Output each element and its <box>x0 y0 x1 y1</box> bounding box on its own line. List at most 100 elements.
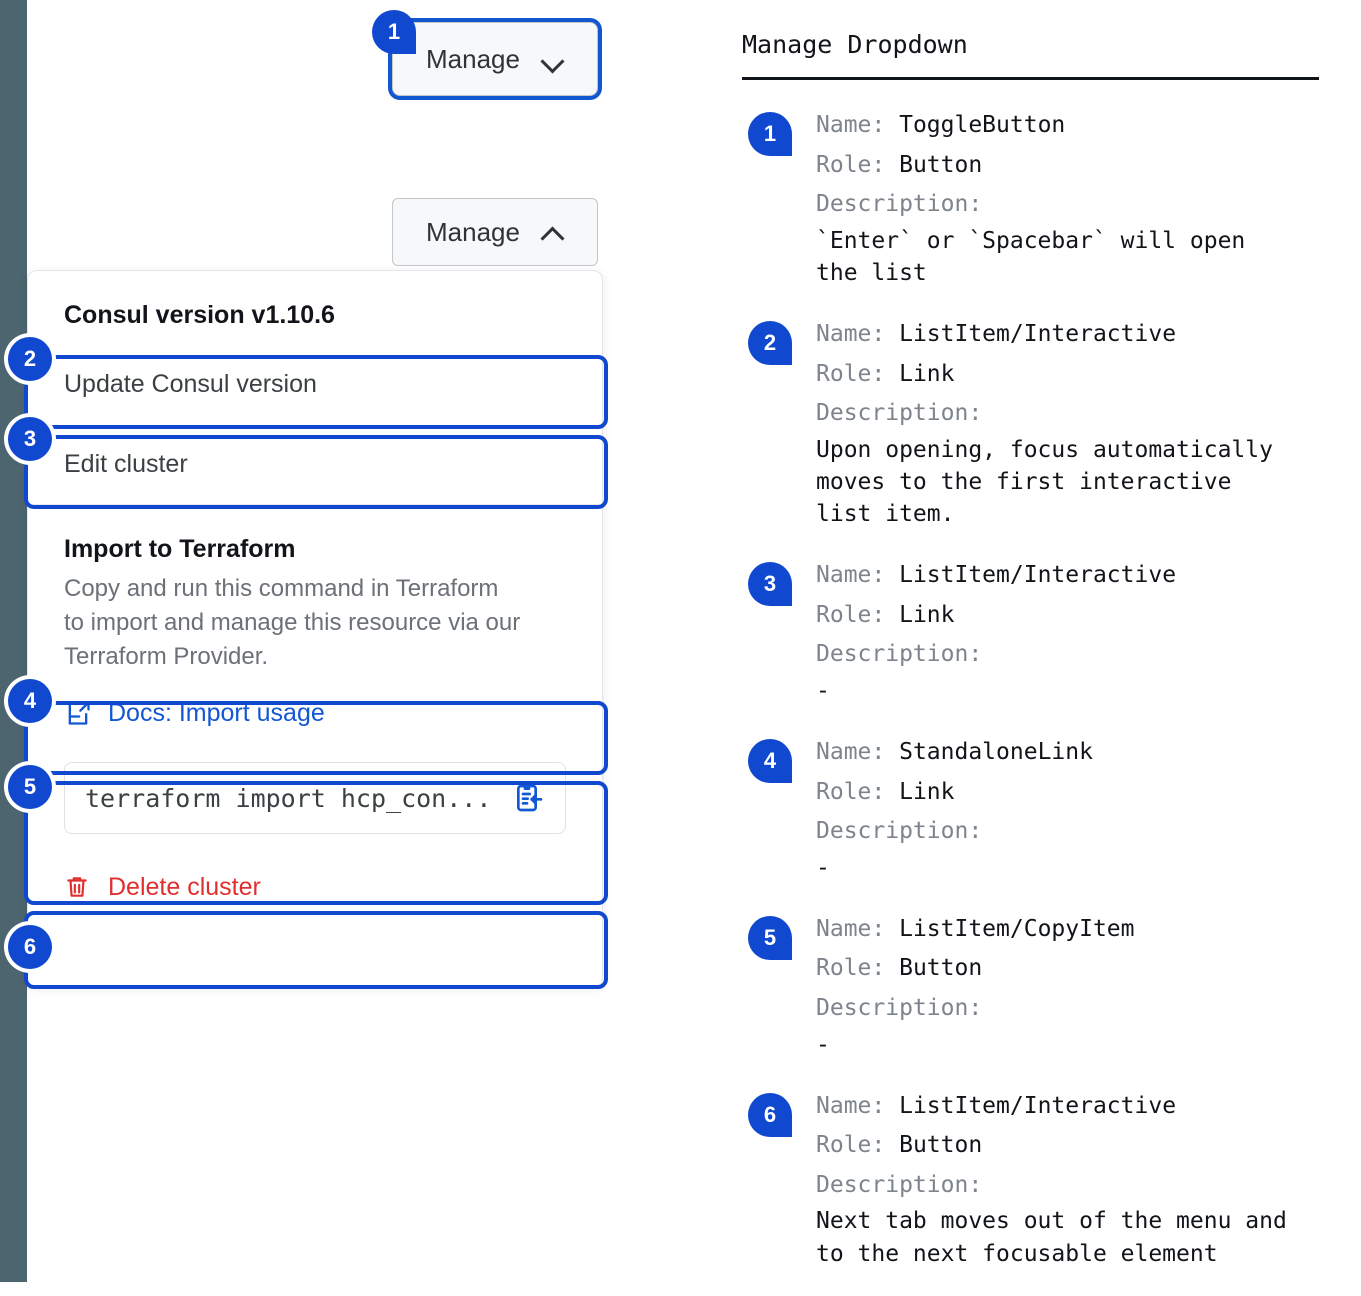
spec-name-label: Name: <box>816 1092 900 1119</box>
menu-item-update-consul-version[interactable]: Update Consul version <box>28 344 602 424</box>
spec-role-value: Button <box>899 955 983 982</box>
spec-name-label: Name: <box>816 562 900 589</box>
manage-toggle-label: Manage <box>426 43 520 74</box>
spec-description-line: Next tab moves out of the menu and <box>816 1208 1287 1235</box>
app-sidebar-strip <box>0 0 27 1282</box>
marker-badge-3: 3 <box>748 562 792 607</box>
marker-badge-6: 6 <box>748 1092 792 1137</box>
trash-icon <box>64 874 90 900</box>
spec-name: Name: ListItem/Interactive <box>816 556 1322 596</box>
spec-description-line: Upon opening, focus automatically <box>816 436 1273 463</box>
spec-role: Role: Link <box>816 355 1322 395</box>
spec-name-value: ListItem/Interactive <box>899 1092 1177 1119</box>
spec-name-label: Name: <box>816 321 900 348</box>
spec-name-value: ListItem/Interactive <box>899 562 1177 589</box>
import-section-body: Copy and run this command in Terraform t… <box>64 575 521 671</box>
spec-name-value: ListItem/Interactive <box>899 321 1177 348</box>
spec-role-value: Link <box>899 601 955 628</box>
consul-version-header: Consul version v1.10.6 <box>64 301 335 329</box>
spec-role: Role: Link <box>816 773 1322 813</box>
spec-description-line: list item. <box>816 501 955 528</box>
spec-name-value: StandaloneLink <box>899 739 1093 766</box>
spec-description-label: Description: <box>816 641 983 668</box>
spec-name-label: Name: <box>816 915 900 942</box>
spec-description-label: Description: <box>816 818 983 845</box>
marker-badge-2: 2 <box>748 321 792 366</box>
terraform-command-row: terraform import hcp_con... <box>28 752 602 848</box>
spec-description-label: Description: <box>816 400 983 427</box>
menu-item-edit-cluster[interactable]: Edit cluster <box>28 424 602 504</box>
spec-panel-rule <box>742 77 1319 80</box>
spec-role-value: Button <box>899 151 983 178</box>
spec-name: Name: StandaloneLink <box>816 733 1322 773</box>
spec-description-line: - <box>816 854 830 881</box>
import-section-title: Import to Terraform <box>64 535 296 563</box>
manage-dropdown-panel: Consul version v1.10.6 Update Consul ver… <box>27 270 603 988</box>
spec-role-label: Role: <box>816 601 900 628</box>
menu-item-docs-import-usage[interactable]: Docs: Import usage <box>28 674 602 752</box>
spec-role-value: Button <box>899 1132 983 1159</box>
marker-badge-1: 1 <box>748 112 792 156</box>
marker-badge-4: 4 <box>8 679 52 723</box>
manage-toggle-button-focused[interactable]: Manage <box>392 22 598 96</box>
spec-name: Name: ToggleButton <box>816 106 1322 146</box>
menu-item-label: Edit cluster <box>64 449 188 478</box>
marker-badge-5: 5 <box>748 915 792 960</box>
menu-divider <box>28 504 602 505</box>
spec-description-line: - <box>816 1031 830 1058</box>
spec-description-line: moves to the first interactive <box>816 468 1232 495</box>
spec-panel-title: Manage Dropdown <box>742 30 968 59</box>
chevron-up-icon <box>542 221 564 243</box>
spec-role-label: Role: <box>816 1132 900 1159</box>
terraform-command-box[interactable]: terraform import hcp_con... <box>64 762 566 835</box>
delete-cluster-label: Delete cluster <box>108 872 261 901</box>
chevron-down-icon <box>542 48 564 70</box>
spec-role-label: Role: <box>816 778 900 805</box>
spec-role-label: Role: <box>816 955 900 982</box>
spec-description-label: Description: <box>816 1171 983 1198</box>
marker-badge-5: 5 <box>8 765 52 809</box>
spec-name-value: ListItem/CopyItem <box>899 915 1135 942</box>
manage-toggle-button-open[interactable]: Manage <box>392 198 598 266</box>
annotated-ui-column: Manage 1 Manage Consul version v1.10.6 U… <box>0 0 680 1282</box>
spec-role-value: Link <box>899 778 955 805</box>
spec-description-line: to the next focusable element <box>816 1240 1218 1267</box>
menu-item-label: Update Consul version <box>64 369 317 398</box>
marker-badge-1: 1 <box>372 10 416 54</box>
spec-role-value: Link <box>899 360 955 387</box>
spec-role-label: Role: <box>816 151 900 178</box>
marker-badge-3: 3 <box>8 417 52 461</box>
manage-toggle-label-open: Manage <box>426 216 520 247</box>
spec-description-line: the list <box>816 259 927 286</box>
spec-name-label: Name: <box>816 112 900 138</box>
spec-description-label: Description: <box>816 994 983 1021</box>
spec-name: Name: ListItem/Interactive <box>816 315 1322 355</box>
terraform-command-text: terraform import hcp_con... <box>85 783 492 813</box>
spec-role: Role: Link <box>816 596 1322 636</box>
clipboard-copy-icon[interactable] <box>513 782 545 814</box>
spec-role: Role: Button <box>816 1126 1322 1166</box>
spec-role: Role: Button <box>816 146 1322 186</box>
marker-badge-2: 2 <box>8 337 52 381</box>
spec-name-label: Name: <box>816 739 900 766</box>
docs-link-label: Docs: Import usage <box>108 698 325 727</box>
marker-badge-4: 4 <box>748 739 792 784</box>
external-link-doc-icon <box>64 699 92 727</box>
spec-name: Name: ListItem/CopyItem <box>816 910 1322 950</box>
marker-badge-6: 6 <box>8 925 52 969</box>
menu-item-delete-cluster[interactable]: Delete cluster <box>28 848 602 926</box>
spec-description-line: - <box>816 677 830 704</box>
spec-role-label: Role: <box>816 360 900 387</box>
spec-description-label: Description: <box>816 191 983 218</box>
spec-name-value: ToggleButton <box>899 112 1066 138</box>
spec-role: Role: Button <box>816 949 1322 989</box>
spec-description-line: `Enter` or `Spacebar` will open <box>816 227 1246 254</box>
